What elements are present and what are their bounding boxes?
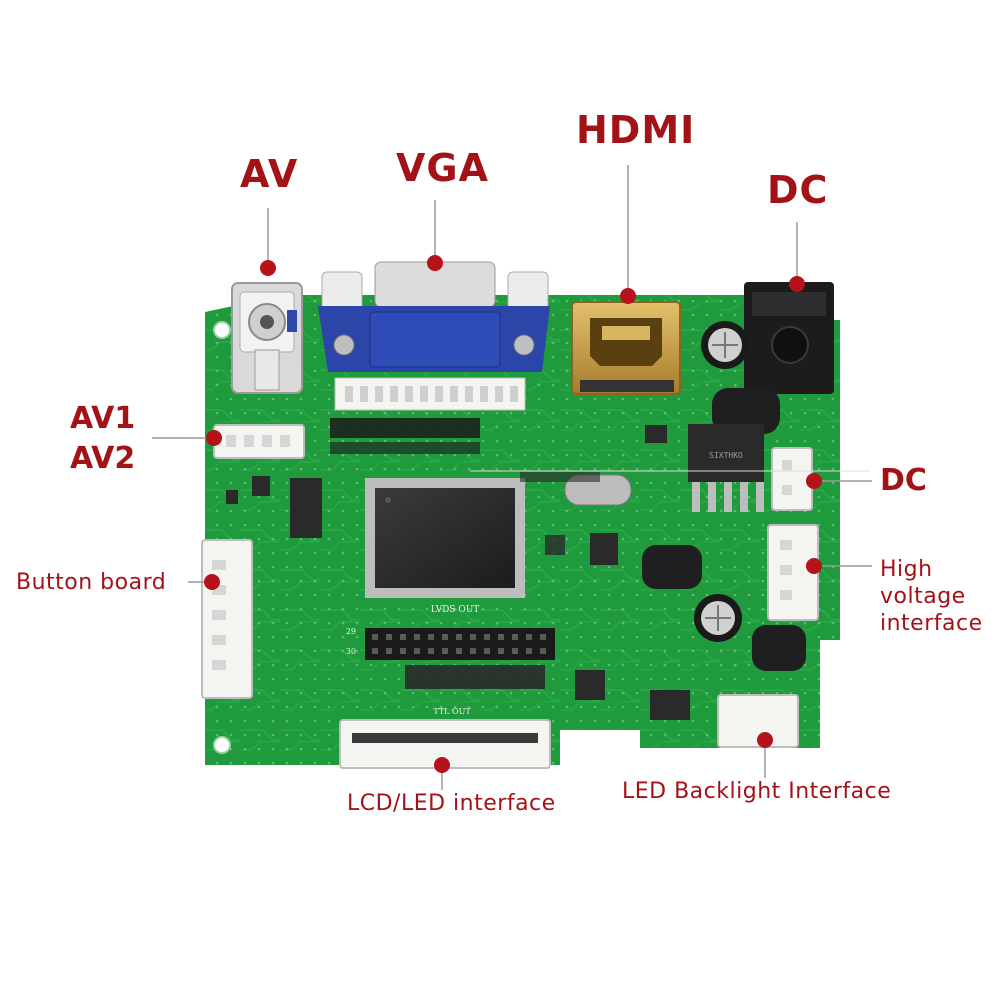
marker-av1-av2 — [206, 430, 222, 446]
smd-components — [226, 418, 690, 720]
silk-ttl-out: TTL OUT — [433, 707, 471, 716]
label-av2: AV2 — [70, 441, 136, 476]
dc-jack — [744, 282, 834, 394]
marker-lcd-led — [434, 757, 450, 773]
marker-high-voltage — [806, 558, 822, 574]
label-av: AV — [240, 152, 299, 196]
silk-lvds-out: LVDS OUT — [431, 605, 480, 615]
vga-connector — [318, 261, 550, 411]
main-processor — [365, 478, 525, 598]
label-vga: VGA — [396, 146, 490, 190]
rca-jack — [231, 282, 303, 394]
hdmi-connector — [571, 301, 681, 395]
marker-led-backlight — [757, 732, 773, 748]
marker-vga — [427, 255, 443, 271]
label-av1: AV1 — [70, 401, 136, 436]
label-high-voltage-line2: voltage — [880, 584, 966, 609]
label-dc-right: DC — [880, 463, 927, 498]
connector-pins — [212, 435, 792, 743]
inductors — [642, 388, 806, 671]
label-high-voltage: High voltage interface — [880, 556, 983, 637]
label-lcd-led-interface: LCD/LED interface — [347, 791, 556, 816]
label-led-backlight-interface: LED Backlight Interface — [622, 779, 892, 804]
silk-pin-30: 30 — [346, 647, 356, 656]
label-high-voltage-line3: interface — [880, 611, 983, 636]
lvds-header — [365, 628, 555, 660]
silk-pin-29: 29 — [346, 627, 356, 636]
marker-button-board — [204, 574, 220, 590]
label-hdmi: HDMI — [576, 108, 696, 152]
label-high-voltage-line1: High — [880, 557, 933, 582]
silkscreen: LVDS OUT TTL OUT 29 30 — [346, 605, 480, 716]
marker-dc-right — [806, 473, 822, 489]
marker-av — [260, 260, 276, 276]
label-dc-top: DC — [767, 168, 829, 212]
marker-dc-top — [789, 276, 805, 292]
label-button-board: Button board — [16, 570, 167, 595]
regulator-chip: SIXTHKO — [688, 424, 764, 512]
capacitors — [694, 321, 749, 642]
chip-marking: SIXTHKO — [709, 451, 743, 460]
marker-hdmi — [620, 288, 636, 304]
callout-markers — [204, 255, 822, 773]
